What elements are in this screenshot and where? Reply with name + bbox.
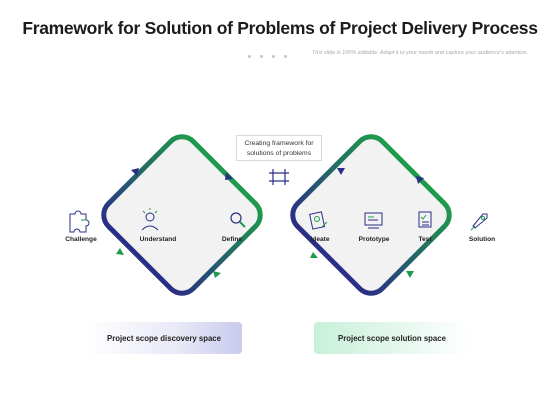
stage-label-challenge: Challenge xyxy=(65,236,97,243)
page-title: Framework for Solution of Problems of Pr… xyxy=(22,18,538,38)
stage-label-ideate: Ideate xyxy=(310,236,330,243)
ideate-notebook-icon xyxy=(309,211,328,230)
puzzle-icon xyxy=(69,210,90,233)
rocket-icon xyxy=(470,213,488,231)
arrow-marker-icon xyxy=(337,168,345,175)
frame-crop-icon xyxy=(269,169,289,185)
stage-label-understand: Understand xyxy=(139,236,177,243)
discovery-space-label: Project scope discovery space xyxy=(107,333,221,343)
solution-diamond xyxy=(290,134,452,296)
callout-line-2: solutions of problems xyxy=(246,150,312,157)
callout-line-1: Creating framework for xyxy=(244,140,314,147)
arrow-marker-icon xyxy=(406,271,414,278)
solution-space-box: Project scope solution space xyxy=(314,322,470,354)
framework-callout: Creating framework for solutions of prob… xyxy=(236,135,322,161)
prototype-board-icon xyxy=(364,212,383,229)
stage-label-solution: Solution xyxy=(468,236,496,243)
page-subtitle: This slide is 100% editable. Adapt it to… xyxy=(311,50,528,56)
arrow-marker-icon xyxy=(416,176,424,184)
test-checklist-icon xyxy=(418,211,432,228)
arrow-marker-icon xyxy=(310,252,318,258)
discovery-diamond xyxy=(101,134,263,296)
arrow-marker-icon xyxy=(116,248,124,255)
title-divider-dots xyxy=(248,45,296,63)
discovery-space-box: Project scope discovery space xyxy=(86,322,242,354)
idea-person-icon xyxy=(141,208,159,231)
magnifier-icon xyxy=(230,212,246,228)
stage-label-prototype: Prototype xyxy=(358,236,390,243)
arrow-marker-icon xyxy=(131,168,139,176)
solution-space-label: Project scope solution space xyxy=(338,333,446,343)
arrow-marker-icon xyxy=(213,271,221,278)
arrow-marker-icon xyxy=(225,172,233,180)
stage-label-test: Test xyxy=(418,236,432,243)
stage-label-define: Define xyxy=(221,236,243,243)
